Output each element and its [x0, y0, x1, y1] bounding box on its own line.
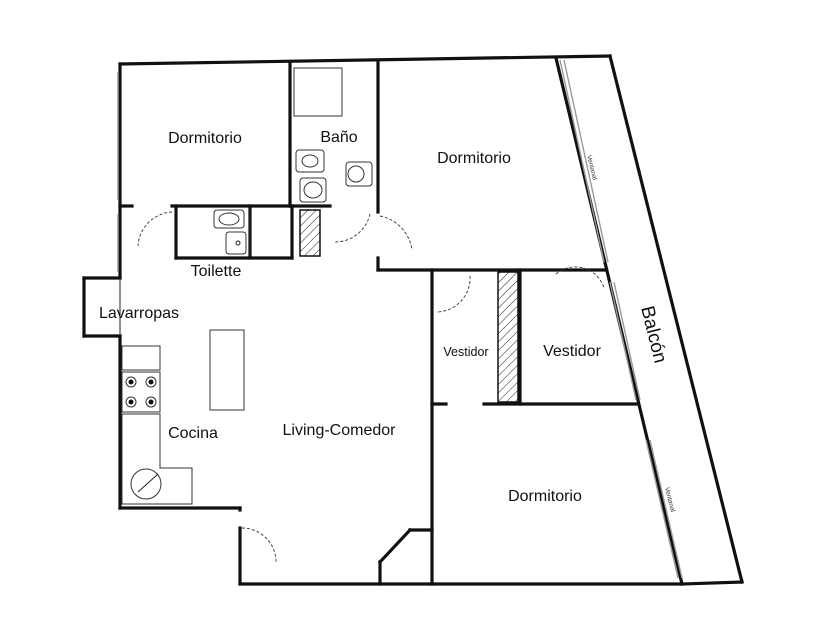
bathtub-icon	[293, 67, 343, 117]
room-label-living: Living-Comedor	[283, 422, 397, 439]
room-label-dormitorio-3: Dormitorio	[508, 488, 582, 505]
shaft-vestidor	[497, 271, 519, 403]
room-label-dormitorio-1: Dormitorio	[168, 130, 242, 147]
room-label-dormitorio-2: Dormitorio	[437, 150, 511, 167]
room-label-balcon: Balcón	[636, 304, 670, 365]
room-label-toilette: Toilette	[191, 263, 242, 280]
kitchen-counter	[121, 345, 161, 371]
room-label-vestidor-small: Vestidor	[443, 345, 488, 359]
shaft-bath	[299, 209, 321, 257]
kitchen-island	[209, 329, 245, 411]
room-label-cocina: Cocina	[168, 425, 218, 442]
room-label-lavarropas: Lavarropas	[99, 305, 179, 322]
windows	[117, 59, 683, 579]
fixtures	[119, 67, 373, 505]
door-swings	[137, 211, 605, 563]
room-label-vestidor: Vestidor	[543, 343, 601, 360]
walls	[82, 54, 744, 586]
kitchen-sink-icon	[130, 468, 162, 500]
room-label-bano: Baño	[320, 129, 357, 146]
